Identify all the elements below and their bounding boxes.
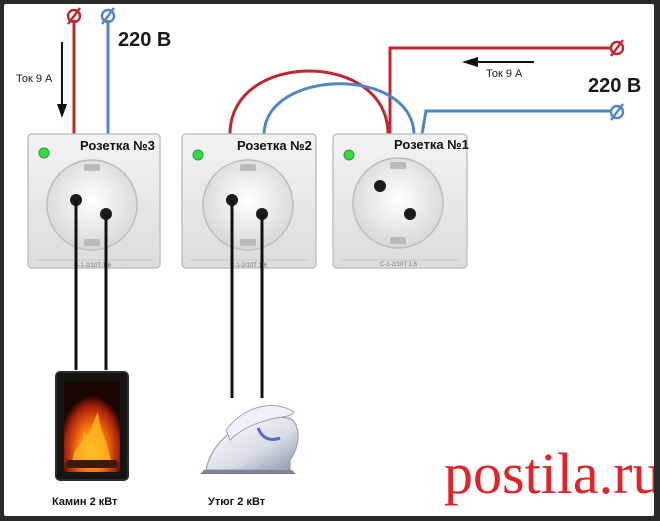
voltage-label-right: 220 В	[588, 75, 641, 97]
watermark-text: postila.ru	[444, 441, 654, 506]
socket-label: Розетка №2	[237, 138, 312, 153]
device-label: Камин 2 кВт	[52, 496, 118, 508]
terminal-icon	[100, 7, 116, 25]
current-label-left: Ток 9 А	[16, 73, 53, 85]
terminal-icon	[66, 7, 82, 25]
terminal-icon	[609, 103, 625, 121]
terminal-icons	[66, 7, 625, 121]
current-arrow-icon	[57, 42, 67, 118]
current-label-right: Ток 9 А	[486, 68, 523, 80]
indicator-light	[192, 149, 204, 161]
phase-jumper	[228, 69, 390, 135]
current-arrow-icon	[462, 57, 534, 67]
socket-hole	[404, 208, 416, 220]
terminal-icon	[609, 39, 625, 57]
phase-supply-right	[388, 46, 612, 134]
phase-wires	[72, 20, 612, 140]
socket-label: Розетка №1	[394, 137, 469, 152]
neutral-wires	[106, 20, 612, 140]
neutral-jumper	[262, 82, 416, 135]
socket-label: Розетка №3	[80, 138, 155, 153]
diagram-frame: 220 В 220 В Ток 9 А Ток 9 А Розетка №3 С…	[4, 4, 654, 516]
socket-model: С-1-2/10Т 1.6	[380, 262, 418, 268]
socket-1: Розетка №1 С-1-2/10Т 1.6	[332, 133, 469, 269]
iron-icon	[200, 405, 299, 474]
socket-hole	[374, 180, 386, 192]
socket-3: Розетка №3 С-1-2/10Т 1.6	[27, 133, 161, 269]
indicator-light	[38, 147, 50, 159]
voltage-label-left: 220 В	[118, 29, 171, 51]
socket-model: С-1-2/10Т 1.6	[230, 263, 268, 269]
indicator-light	[343, 149, 355, 161]
socket-2: Розетка №2 С-1-2/10Т 1.6	[181, 133, 317, 269]
socket-model: С-1-2/10Т 1.6	[74, 263, 112, 269]
appliance-cords	[74, 200, 264, 398]
fireplace-icon	[55, 371, 129, 481]
device-label: Утюг 2 кВт	[208, 496, 266, 508]
neutral-supply-right	[420, 109, 612, 135]
wiring-diagram: 220 В 220 В Ток 9 А Ток 9 А Розетка №3 С…	[16, 7, 654, 508]
